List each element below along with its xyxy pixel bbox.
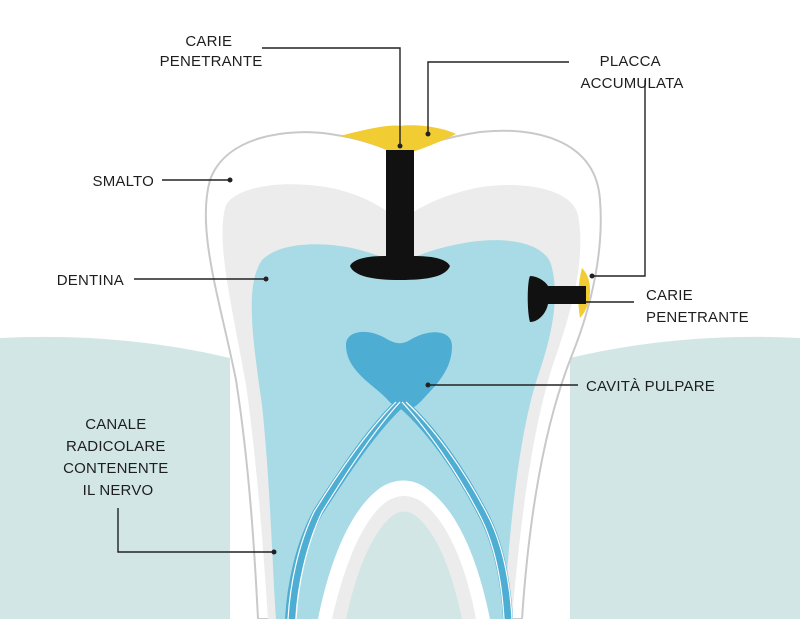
label-line: DENTINA — [57, 272, 124, 289]
nerve-fiber — [287, 401, 397, 620]
nerve-canal-left — [285, 401, 402, 620]
gum — [0, 336, 800, 619]
label-dentina: DENTINA — [57, 272, 124, 289]
nerve-fiber — [405, 401, 513, 620]
dentin — [251, 240, 555, 619]
label-line: CONTENENTE — [63, 460, 168, 477]
label-line: CARIE — [185, 33, 232, 50]
label-cavita: CAVITÀ PULPARE — [586, 378, 715, 395]
label-placca: PLACCA ACCUMULATA — [580, 53, 683, 92]
leader-dot — [227, 177, 233, 183]
label-carie-top: CARIE PENETRANTE — [160, 33, 263, 70]
leader-dot — [263, 276, 269, 282]
label-canale: CANALE RADICOLARE CONTENENTE IL NERVO — [63, 416, 173, 499]
leader-placca — [427, 61, 569, 134]
leader-lines — [117, 47, 646, 555]
label-smalto: SMALTO — [93, 173, 155, 190]
leader-dot — [425, 131, 431, 137]
label-carie-side: CARIE PENETRANTE — [646, 287, 749, 326]
label-line: CANALE — [85, 416, 146, 433]
nerve-canal-right — [400, 401, 513, 620]
label-line: ACCUMULATA — [580, 75, 683, 92]
label-line: CARIE — [646, 287, 693, 304]
leader-dot — [397, 143, 403, 149]
leader-dot — [425, 382, 431, 388]
leader-dot — [589, 273, 595, 279]
label-line: PENETRANTE — [160, 53, 263, 70]
caries-top — [350, 150, 450, 280]
leader-carie-top — [262, 47, 401, 146]
leader-canale — [117, 508, 274, 553]
pulp-chamber — [346, 331, 452, 410]
label-line: PENETRANTE — [646, 309, 749, 326]
leader-dot — [271, 549, 277, 555]
caries-side — [527, 276, 586, 322]
nerve-fiber — [401, 401, 505, 620]
label-line: SMALTO — [93, 173, 155, 190]
label-line: PLACCA — [600, 53, 661, 70]
root-gum — [346, 511, 462, 619]
label-line: RADICOLARE — [66, 438, 166, 455]
nerve-fiber — [295, 401, 401, 620]
label-line: CAVITÀ PULPARE — [586, 378, 715, 395]
label-line: IL NERVO — [83, 482, 154, 499]
leader-placca-side — [592, 80, 646, 277]
